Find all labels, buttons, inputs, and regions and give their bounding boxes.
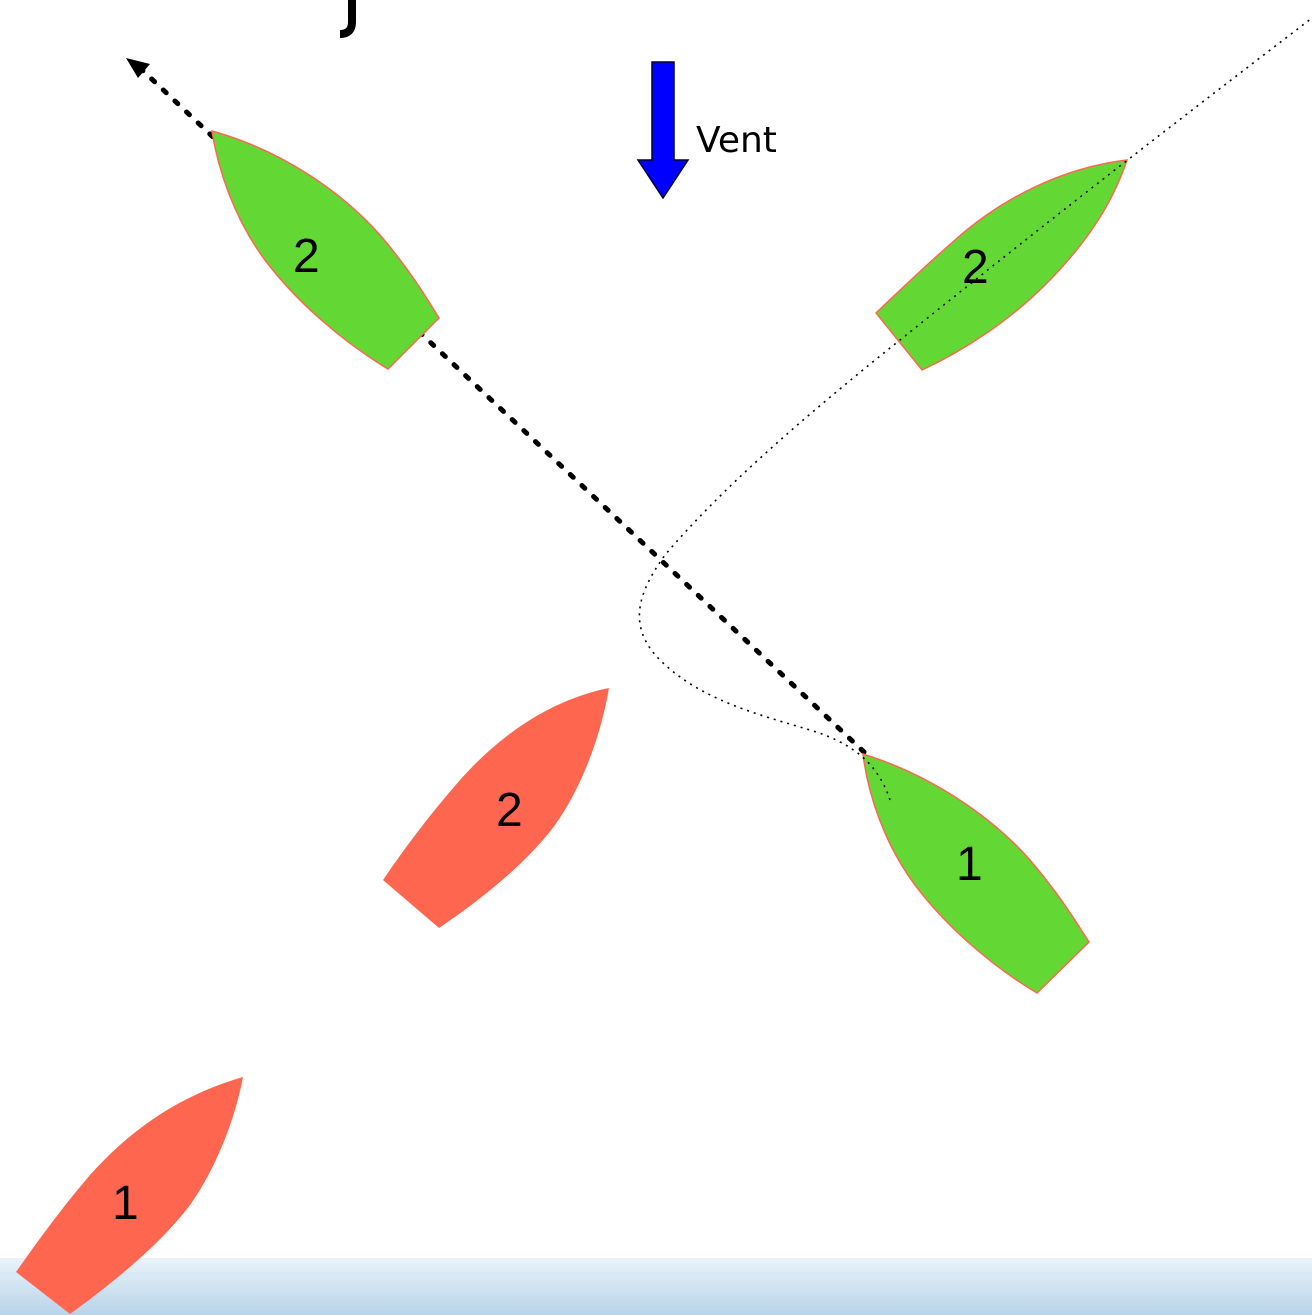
boat-hull	[16, 1077, 243, 1314]
bottom-band	[0, 1258, 1312, 1315]
cropped-heading-fragment	[339, 0, 356, 38]
wind-arrow-icon	[636, 61, 690, 200]
boat-number: 1	[956, 838, 983, 891]
wind-label: Vent	[696, 120, 777, 161]
boat-number: 1	[112, 1177, 139, 1230]
boat-hull	[211, 129, 440, 370]
boat-hull	[383, 688, 609, 928]
boat-number: 2	[496, 784, 523, 837]
boat-red-1: 1	[16, 1077, 243, 1314]
boat-red-2: 2	[383, 688, 609, 928]
boat-green-2-left: 2	[211, 129, 440, 370]
boat-number: 2	[293, 230, 320, 283]
boat-hull	[874, 159, 1129, 371]
wind-indicator: Vent	[636, 61, 777, 200]
course-arrowhead-icon	[126, 58, 150, 78]
boat-hull	[862, 752, 1090, 994]
boat-number: 2	[962, 241, 989, 294]
boat-green-2-right: 2	[874, 159, 1129, 371]
boat-green-1: 1	[862, 752, 1090, 994]
